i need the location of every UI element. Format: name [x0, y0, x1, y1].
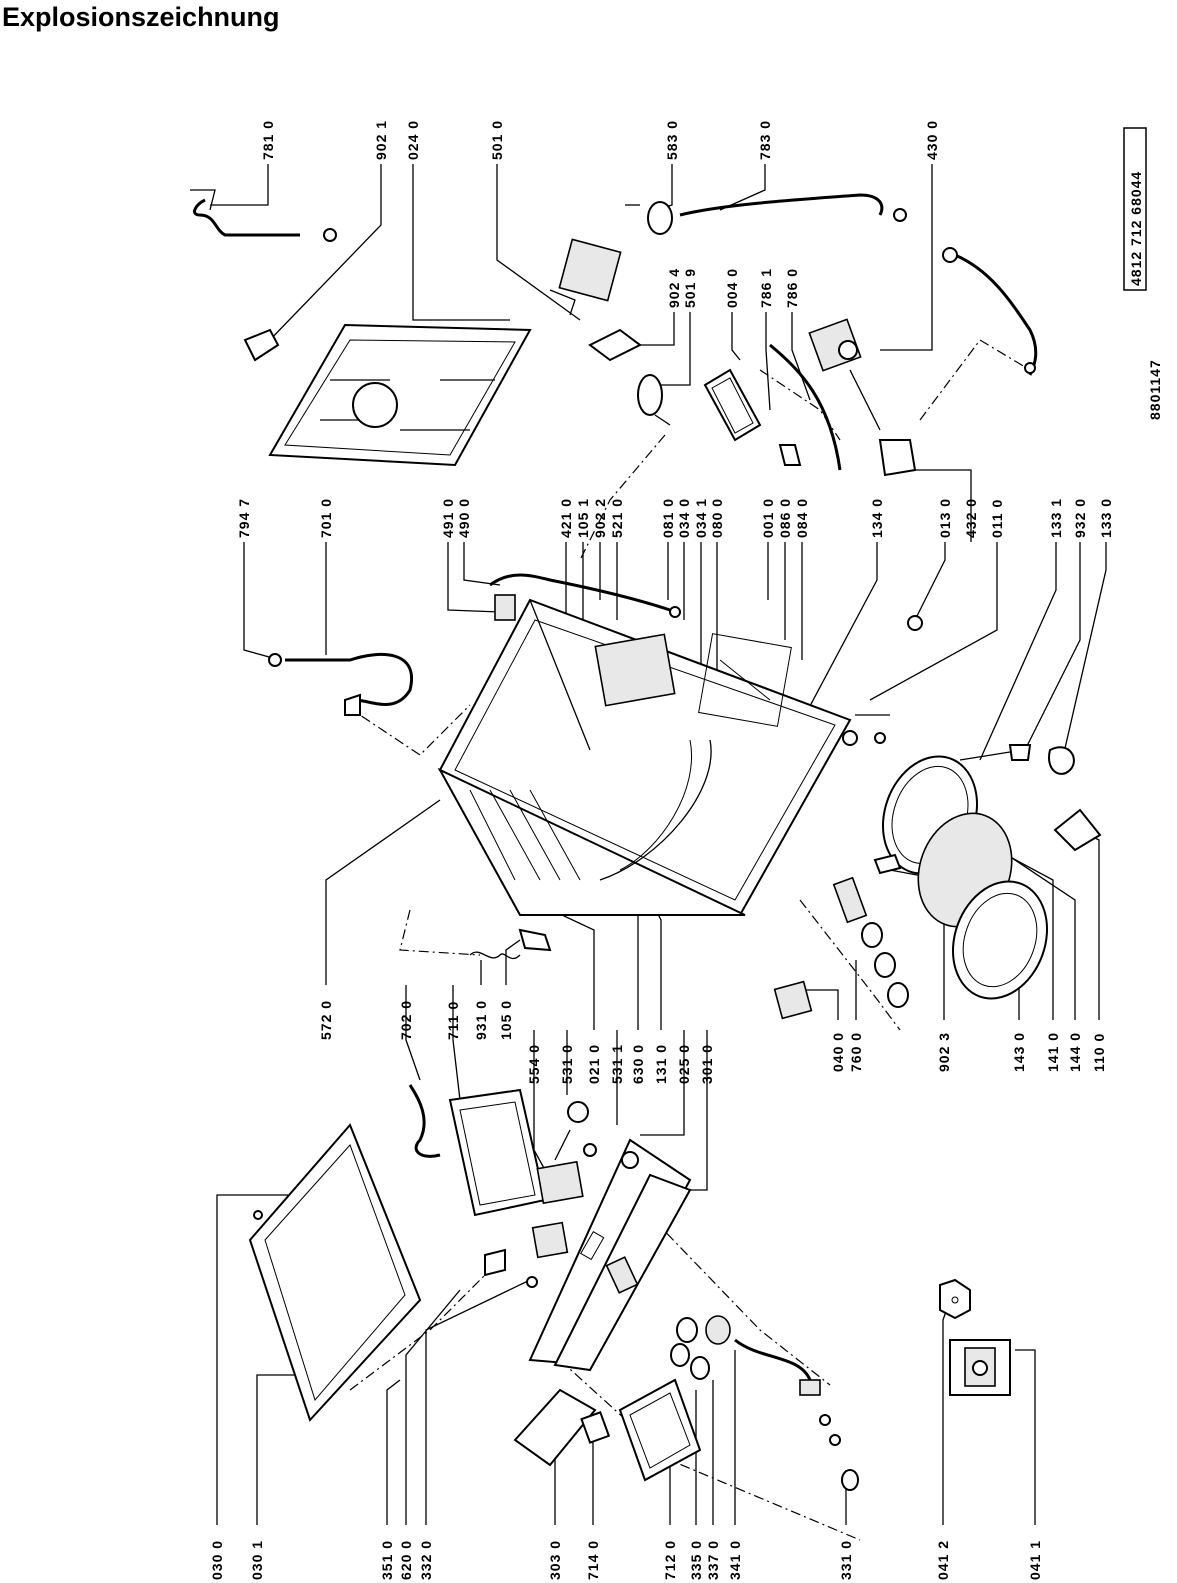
callout-783-0: 783 0 [757, 120, 773, 160]
cabinet-part-572 [437, 598, 852, 917]
pressure-switch-part-583 [625, 201, 673, 235]
bracket-part-501-9 [588, 328, 671, 426]
drawing-number: 8801147 [1147, 359, 1163, 420]
callouts-bottom: 030 0 030 1 351 0 620 0 332 0 303 0 714 … [209, 1540, 1043, 1580]
callout-332-0: 332 0 [418, 1540, 434, 1580]
document-ids: 8801147 4812 712 68044 [1123, 127, 1163, 420]
callout-141-0: 141 0 [1045, 1032, 1061, 1072]
back-panel-part-024 [268, 323, 532, 467]
callout-421-0: 421 0 [558, 498, 574, 538]
callout-024-0: 024 0 [405, 120, 421, 160]
callout-030-1: 030 1 [249, 1540, 265, 1580]
callout-351-0: 351 0 [379, 1540, 395, 1580]
callout-131-0: 131 0 [653, 1044, 669, 1084]
page-title: Explosionszeichnung [2, 2, 280, 32]
part-number-box [1123, 127, 1147, 291]
parts-332-351 [484, 1221, 569, 1288]
callout-086-0: 086 0 [777, 498, 793, 538]
callout-034-1: 034 1 [693, 498, 709, 538]
filter-plate-part-004 [703, 368, 762, 442]
callout-001-0: 001 0 [760, 498, 776, 538]
assembly-dash-lines [344, 339, 1031, 1541]
hose-part-786 [769, 343, 842, 471]
callout-341-0: 341 0 [727, 1540, 743, 1580]
callout-013-0: 013 0 [937, 498, 953, 538]
callout-303-0: 303 0 [547, 1540, 563, 1580]
callout-084-0: 084 0 [794, 498, 810, 538]
callout-786-1: 786 1 [758, 268, 774, 308]
callout-701-0: 701 0 [318, 498, 334, 538]
power-cord-part-331 [734, 1338, 859, 1491]
door-hinge-part-133 [959, 744, 1102, 852]
part-number-box-text: 4812 712 68044 [1128, 171, 1144, 286]
callout-040-0: 040 0 [830, 1032, 846, 1072]
callout-041-2: 041 2 [935, 1540, 951, 1580]
callouts-middle: 794 7 701 0 491 0 490 0 421 0 105 1 902 … [236, 498, 1114, 538]
callout-794-7: 794 7 [236, 498, 252, 538]
callout-630-0: 630 0 [630, 1044, 646, 1084]
callout-105-0: 105 0 [498, 1000, 514, 1040]
drain-hose-part-701 [268, 653, 414, 716]
callout-337-0: 337 0 [705, 1540, 721, 1580]
clip-part-902-3 [873, 853, 902, 875]
inlet-hose-part-781 [190, 189, 337, 242]
callout-491-0: 491 0 [440, 498, 456, 538]
callout-714-0: 714 0 [585, 1540, 601, 1580]
callout-620-0: 620 0 [398, 1540, 414, 1580]
callout-110-0: 110 0 [1091, 1033, 1107, 1072]
feet-part-041 [939, 1278, 1011, 1396]
callout-041-1: 041 1 [1027, 1540, 1043, 1580]
callout-331-0: 331 0 [838, 1540, 854, 1580]
callout-021-0: 021 0 [586, 1044, 602, 1084]
callout-133-1: 133 1 [1048, 498, 1064, 538]
callout-335-0: 335 0 [688, 1540, 704, 1580]
callout-080-0: 080 0 [709, 498, 725, 538]
callout-902-4: 902 4 [666, 268, 682, 308]
callout-004-0: 004 0 [724, 268, 740, 308]
callout-134-0: 134 0 [869, 498, 885, 538]
callout-760-0: 760 0 [848, 1032, 864, 1072]
callout-501-9: 501 9 [682, 268, 698, 308]
detergent-drawer-part-712 [513, 1378, 702, 1482]
parts-760-040 [773, 876, 909, 1020]
door-assembly-part-141 [881, 755, 1049, 1000]
relay-part-501 [549, 238, 622, 316]
callouts-lower: 572 0 702 0 711 0 931 0 105 0 554 0 531 … [318, 1000, 1107, 1084]
callout-081-0: 081 0 [660, 498, 676, 538]
callout-133-0: 133 0 [1098, 498, 1114, 538]
knobs-part-335-341 [670, 1315, 731, 1380]
callout-902-3: 902 3 [936, 1032, 952, 1072]
parts-554-531 [536, 1101, 597, 1205]
callout-902-2: 902 2 [592, 498, 608, 538]
callout-490-0: 490 0 [456, 498, 472, 538]
hose-part-783 [679, 193, 907, 222]
callout-143-0: 143 0 [1011, 1032, 1027, 1072]
callout-034-0: 034 0 [676, 498, 692, 538]
callout-501-0: 501 0 [489, 120, 505, 160]
callout-011-0: 011 0 [989, 499, 1005, 538]
callout-781-0: 781 0 [260, 120, 276, 160]
callout-931-0: 931 0 [473, 1000, 489, 1040]
pump-part-430 [808, 247, 1038, 477]
cable-part-491 [489, 573, 681, 621]
spring-part-931 [469, 928, 552, 960]
small-parts-right [842, 615, 923, 746]
callout-712-0: 712 0 [662, 1540, 678, 1580]
control-panel-part-301 [528, 1138, 692, 1372]
drawer-housing-part-711 [408, 1084, 547, 1217]
callout-144-0: 144 0 [1067, 1032, 1083, 1072]
callout-932-0: 932 0 [1072, 498, 1088, 538]
callout-521-0: 521 0 [609, 498, 625, 538]
callouts-top: 781 0 902 1 024 0 501 0 583 0 783 0 430 … [260, 120, 940, 308]
top-panel-part-030 [248, 1123, 422, 1422]
callout-430-0: 430 0 [924, 120, 940, 160]
callout-786-0: 786 0 [784, 268, 800, 308]
callout-583-0: 583 0 [664, 120, 680, 160]
callout-105-1: 105 1 [575, 498, 591, 538]
clip-part-902-1 [243, 328, 280, 362]
callout-572-0: 572 0 [318, 1000, 334, 1040]
callout-902-1: 902 1 [373, 120, 389, 160]
callout-030-0: 030 0 [209, 1540, 225, 1580]
